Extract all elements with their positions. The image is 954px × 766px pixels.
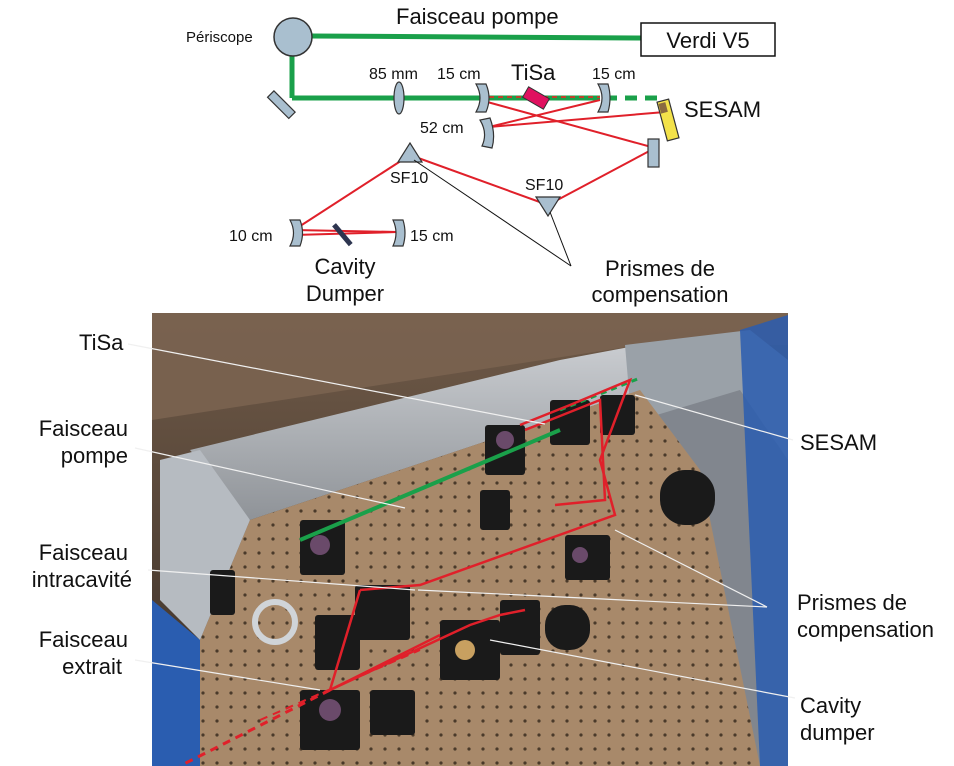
mirror-low-label: 52 cm [420, 120, 464, 137]
photo-labels: TiSa Faisceau pompe Faisceau intracavité… [32, 330, 934, 745]
mirror-right-label: 15 cm [592, 66, 636, 83]
prisms-label-line2: compensation [592, 282, 729, 307]
photo-label-dumper-line1: Cavity [800, 693, 861, 718]
periscope-icon [273, 17, 313, 57]
laser-box [640, 22, 776, 57]
far-table-surface [152, 313, 788, 420]
cavity-beam-path [293, 99, 666, 236]
laser-label: Verdi V5 [666, 28, 749, 53]
curved-mirror-low-icon [479, 117, 495, 149]
lens-icon [393, 81, 405, 115]
curved-mirror-left-icon [474, 83, 490, 113]
dumper-mirror-left-icon [288, 219, 304, 247]
prism-2-icon [534, 196, 562, 218]
housing-left-wall [160, 450, 250, 640]
sesam-label: SESAM [684, 97, 761, 122]
dumper-mirror-right-label: 15 cm [410, 228, 454, 245]
mount-optics [310, 431, 588, 721]
photo-label-extracted-line2: extrait [62, 654, 122, 679]
fold-mirror-icon [647, 138, 660, 168]
breadboard [200, 390, 760, 766]
photo [127, 313, 796, 766]
steering-mirror-icon [266, 90, 296, 120]
housing-front-rail [152, 600, 200, 766]
schematic: Périscope Verdi V5 Faisceau pompe 85 mm … [186, 4, 776, 307]
prisms-leader-lines [413, 159, 572, 267]
photo-extracted-beam-2 [259, 649, 421, 721]
crystal-label: TiSa [511, 60, 556, 85]
photo-label-intracavity-line1: Faisceau [39, 540, 128, 565]
prism-1-icon [396, 141, 424, 163]
photo-leader-lines [127, 343, 796, 699]
prisms-label-line1: Prismes de [605, 256, 715, 281]
sesam-element-icon [658, 102, 668, 114]
dumper-label-line1: Cavity [314, 254, 375, 279]
dumper-label-line2: Dumper [306, 281, 384, 306]
photo-label-extracted-line1: Faisceau [39, 627, 128, 652]
housing-back-wall [190, 345, 640, 520]
mirror-left-label: 15 cm [437, 66, 481, 83]
photo-label-prisms-line2: compensation [797, 617, 934, 642]
prism-2-label: SF10 [525, 177, 563, 194]
photo-extracted-beam [179, 688, 331, 766]
dumper-mirror-right-icon [392, 219, 406, 247]
prism-1-label: SF10 [390, 170, 428, 187]
photo-label-intracavity-line2: intracavité [32, 567, 132, 592]
photo-label-tisa: TiSa [79, 330, 124, 355]
pump-beam-label: Faisceau pompe [396, 4, 559, 29]
dumper-mirror-left-label: 10 cm [229, 228, 273, 245]
photo-pump-beam [299, 428, 561, 542]
photo-label-pump-line1: Faisceau [39, 416, 128, 441]
crystal-icon [521, 86, 551, 110]
curved-mirror-right-icon [596, 83, 611, 113]
optic-ring [252, 599, 298, 645]
photo-label-prisms-line1: Prismes de [797, 590, 907, 615]
photo-label-pump-line2: pompe [61, 443, 128, 468]
periscope-label: Périscope [186, 29, 253, 46]
bragg-cell-icon [332, 223, 353, 247]
lens-label: 85 mm [369, 66, 418, 83]
photo-label-sesam: SESAM [800, 430, 877, 455]
photo-label-dumper-line2: dumper [800, 720, 875, 745]
